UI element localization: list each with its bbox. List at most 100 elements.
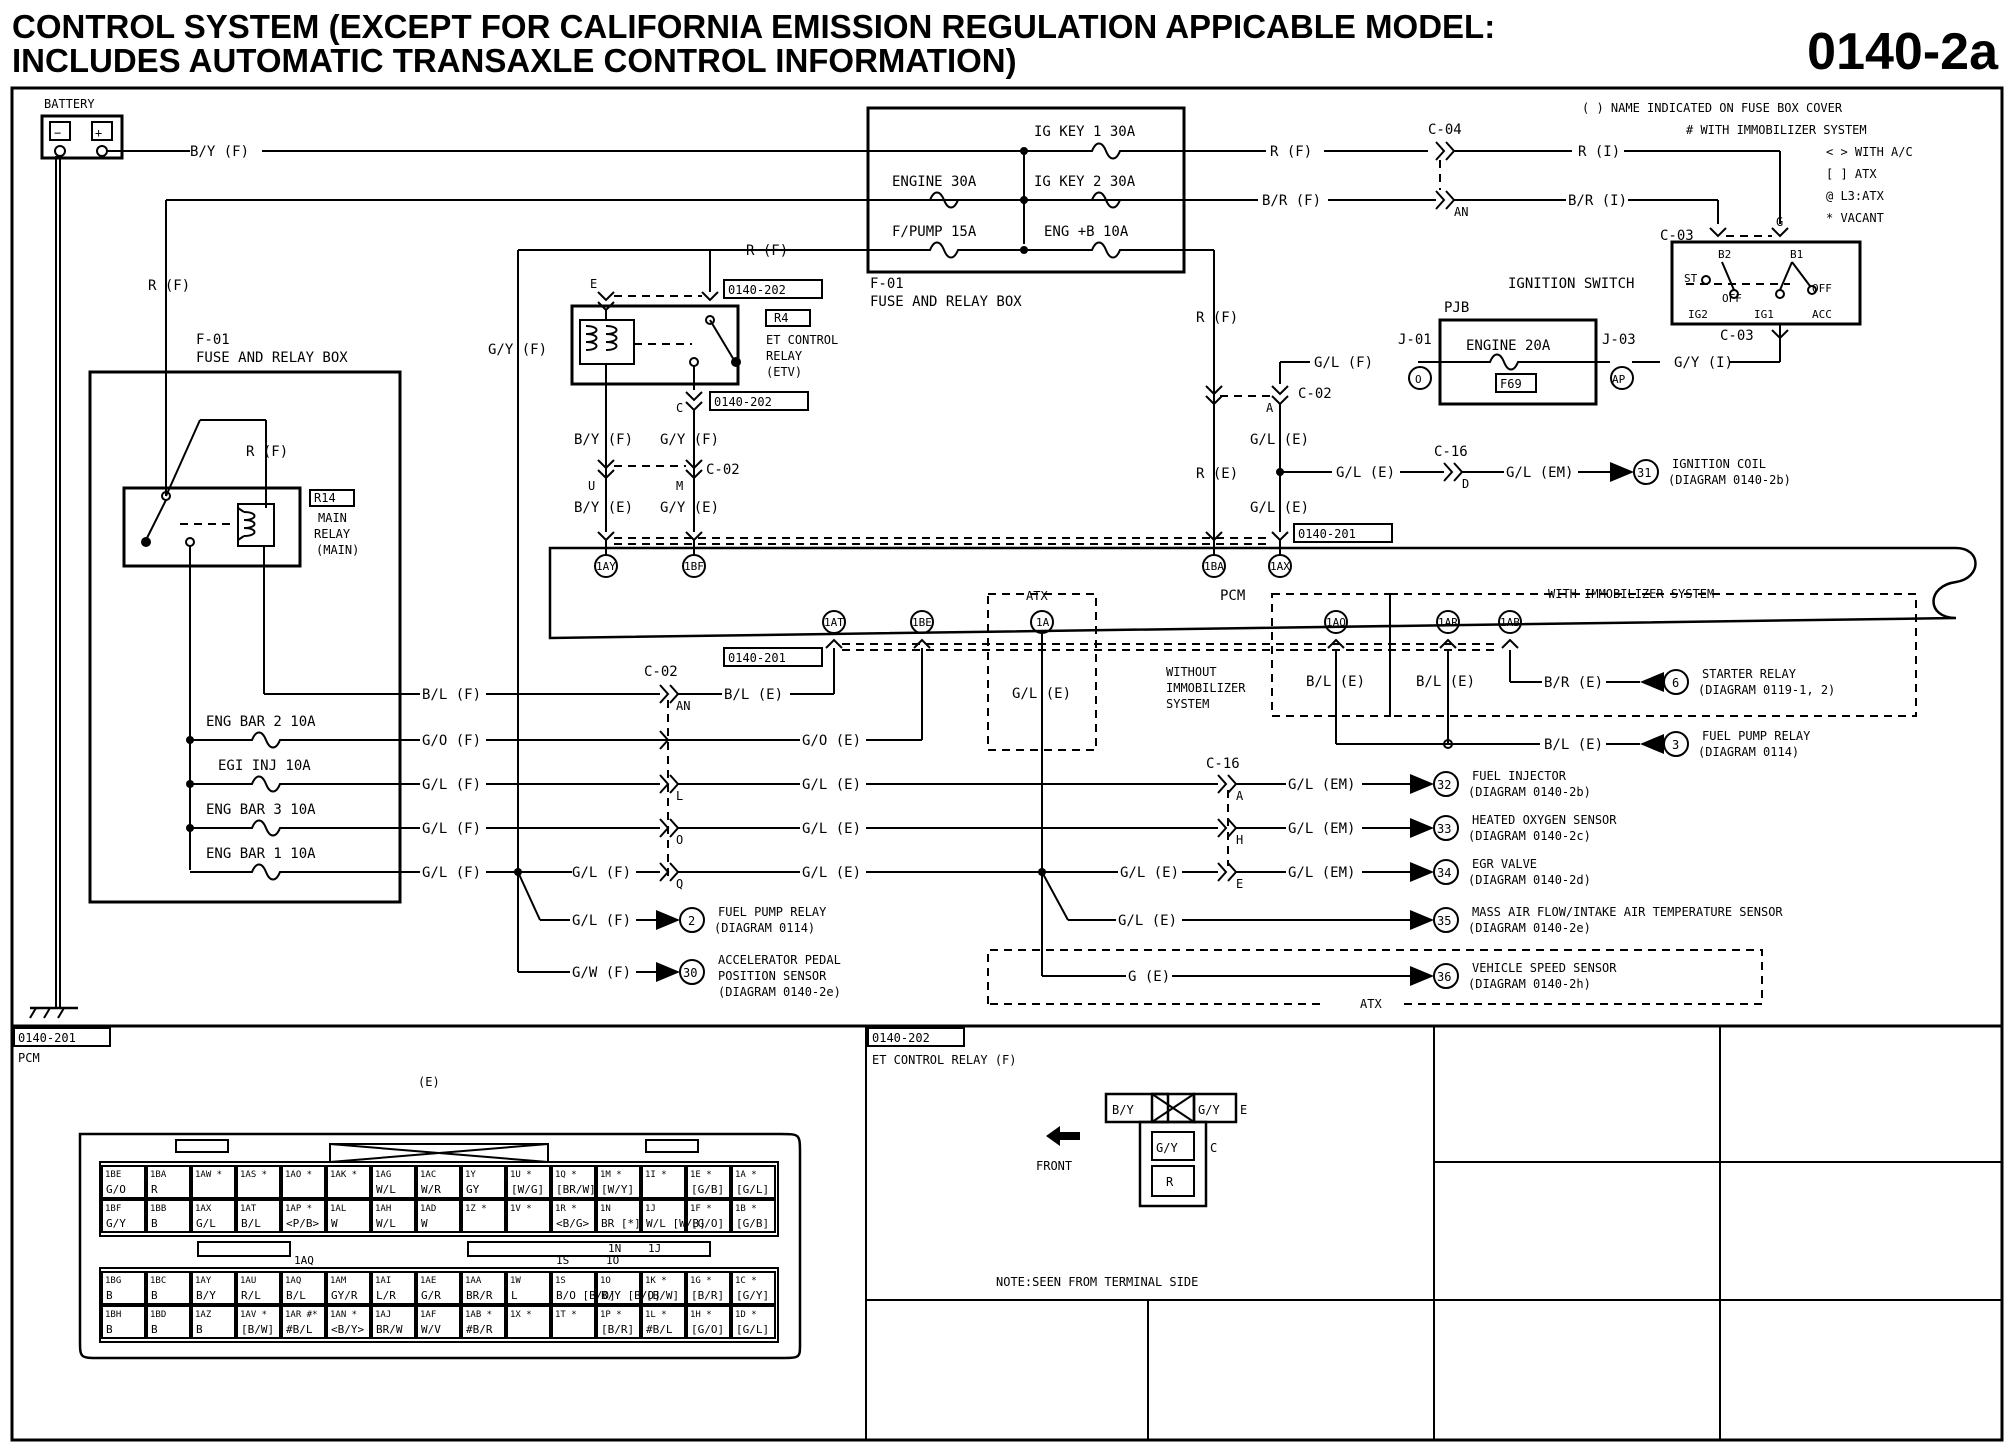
conn201-cell-color: #B/L — [286, 1323, 313, 1336]
pin-q: Q — [676, 877, 683, 891]
conn201-cell-box — [416, 1199, 461, 1233]
dest-maf-sensor: 35 MASS AIR FLOW/INTAKE AIR TEMPERATURE … — [1410, 905, 1783, 935]
wire-go-f: G/O (F) — [422, 733, 481, 749]
wire-r-f-left: R (F) — [148, 278, 190, 294]
conn201-cell-pin: 1AE — [420, 1276, 436, 1286]
front-arrow-icon — [1046, 1126, 1080, 1146]
conn201-cell-pin: 1AT — [240, 1204, 257, 1214]
conn202-pin-e: E — [1240, 1103, 1247, 1117]
atx-label: ATX — [1026, 589, 1048, 603]
conn202-name: ET CONTROL RELAY (F) — [872, 1053, 1017, 1067]
conn201-cell-color: #B/L — [646, 1323, 673, 1336]
pin-m: M — [676, 479, 683, 493]
conn201-cell-box — [236, 1305, 281, 1339]
conn201-cell-color: B — [196, 1323, 203, 1336]
wire-gy-i: G/Y (I) — [1674, 355, 1733, 371]
conn201-cell-pin: 1U * — [510, 1170, 532, 1180]
conn201-cell-pin: 1AO * — [285, 1170, 312, 1180]
c16-label-low: C-16 — [1206, 756, 1240, 772]
fuse-engine30: ENGINE 30A — [892, 174, 977, 190]
conn201-cell-box — [506, 1305, 551, 1339]
conn201-cell-color: G/O — [106, 1183, 126, 1196]
conn201-cell-pin: 1H * — [690, 1310, 712, 1320]
conn202-pin-c: C — [1210, 1141, 1217, 1155]
conn201-cell-pin: 1S — [555, 1276, 566, 1286]
fuse-box-left-id: F-01 — [196, 332, 230, 348]
conn201-cell-color: [G/B] — [691, 1183, 724, 1196]
conn201-cell-box — [416, 1305, 461, 1339]
conn202-pin-gy2: G/Y — [1156, 1141, 1178, 1155]
conn201-cell-color: [B/W] — [241, 1323, 274, 1336]
wire-by-f: B/Y (F) — [190, 144, 249, 160]
conn201-cell-pin: 1AV * — [240, 1310, 267, 1320]
atx-box-bottom — [987, 949, 1763, 1005]
wire-r-f-et: R (F) — [746, 243, 788, 259]
conn201-cell-pin: 1K * — [645, 1276, 667, 1286]
conn201-cell-color: [BR/W] — [556, 1183, 596, 1196]
pin-off2: OFF — [1812, 282, 1832, 295]
dest-name-3: FUEL PUMP RELAY — [1702, 729, 1811, 743]
conn201-cell-color: B — [106, 1289, 113, 1302]
conn201-side: (E) — [418, 1075, 440, 1089]
conn201-cell-box — [461, 1305, 506, 1339]
wire-r-f-right: R (F) — [1196, 310, 1238, 326]
dest-name-6: STARTER RELAY — [1702, 667, 1797, 681]
pin-u: U — [588, 479, 595, 493]
diagram-code: 0140-2a — [1807, 23, 1998, 81]
conn201-cell-color: <B/G> — [556, 1217, 589, 1230]
conn201-cell-pin: 1B * — [735, 1204, 757, 1214]
conn201-cell-box — [191, 1199, 236, 1233]
ground-symbol — [29, 1006, 78, 1019]
wire-gl-em-ign: G/L (EM) — [1506, 465, 1573, 481]
dest-ref-34: (DIAGRAM 0140-2d) — [1468, 873, 1591, 887]
pin-1ay: 1AY — [596, 560, 616, 573]
pcm-top-pins: 1AY 1BF 1BA 1AX — [594, 540, 1292, 578]
conn201-cell-color: [G/Y] — [736, 1289, 769, 1302]
conn201-cell-pin: 1BA — [150, 1170, 167, 1180]
conn201-cell-color: L — [511, 1289, 518, 1302]
conn201-cell-pin: 1A * — [735, 1170, 757, 1180]
dest-app-sensor: 30 ACCELERATOR PEDAL POSITION SENSOR (DI… — [656, 953, 841, 999]
conn201-cell-color: W/L — [376, 1217, 396, 1230]
conn201-cell-box — [641, 1199, 686, 1233]
fuse-egi-inj: EGI INJ 10A — [218, 758, 311, 774]
wire-bl-e: B/L (E) — [724, 687, 783, 703]
c04-label: C-04 — [1428, 122, 1462, 138]
svg-text:+: + — [95, 126, 102, 140]
conn201-cell-color: R/L — [241, 1289, 261, 1302]
pcm-block: PCM — [548, 546, 1977, 640]
dest-fuel-injector: 32 FUEL INJECTOR (DIAGRAM 0140-2b) — [1410, 769, 1591, 799]
conn201-cell-box — [326, 1305, 371, 1339]
conn201-cell-box — [191, 1271, 236, 1305]
conn201-cell-color: W — [421, 1217, 428, 1230]
conn201-cell-pin: 1BH — [105, 1310, 121, 1320]
conn201-cell-color: [B/W] — [646, 1289, 679, 1302]
conn201-cell-box — [596, 1305, 641, 1339]
conn201-cell-pin: 1P * — [600, 1310, 622, 1320]
pin-e2: E — [1236, 877, 1243, 891]
dest-num-36: 36 — [1437, 970, 1451, 984]
dest-num-2: 2 — [688, 914, 695, 928]
fuse-box-name: FUSE AND RELAY BOX — [870, 294, 1022, 310]
conn201-cell-box — [326, 1199, 371, 1233]
conn201-cell-box — [506, 1271, 551, 1305]
pin-an: AN — [1454, 205, 1468, 219]
pin-1bf: 1BF — [684, 560, 704, 573]
dest-name-30: ACCELERATOR PEDAL — [718, 953, 841, 967]
connector-202-panel: 0140-202 ET CONTROL RELAY (F) FRONT B/Y … — [867, 1027, 1247, 1289]
conn201-cell-box — [731, 1199, 776, 1233]
conn201-cell-color: [W/G] — [511, 1183, 544, 1196]
conn201-cell-pin: 1Y — [465, 1170, 476, 1180]
conn201-cell-color: [G/L] — [736, 1183, 769, 1196]
conn201-cell-box — [596, 1165, 641, 1199]
conn201-ref: 0140-201 — [18, 1031, 76, 1045]
conn201-cell-pin: 1AL — [330, 1204, 346, 1214]
pin-a: A — [1266, 401, 1274, 415]
dest-fuel-pump-relay-2: 2 FUEL PUMP RELAY (DIAGRAM 0114) — [656, 905, 827, 935]
pin-b1: B1 — [1790, 248, 1803, 261]
dest-ref-36: (DIAGRAM 0140-2h) — [1468, 977, 1591, 991]
conn201-cell-pin: 1O — [600, 1276, 611, 1286]
wire-gl-e4: G/L (E) — [1120, 865, 1179, 881]
conn201-cell-box — [281, 1199, 326, 1233]
